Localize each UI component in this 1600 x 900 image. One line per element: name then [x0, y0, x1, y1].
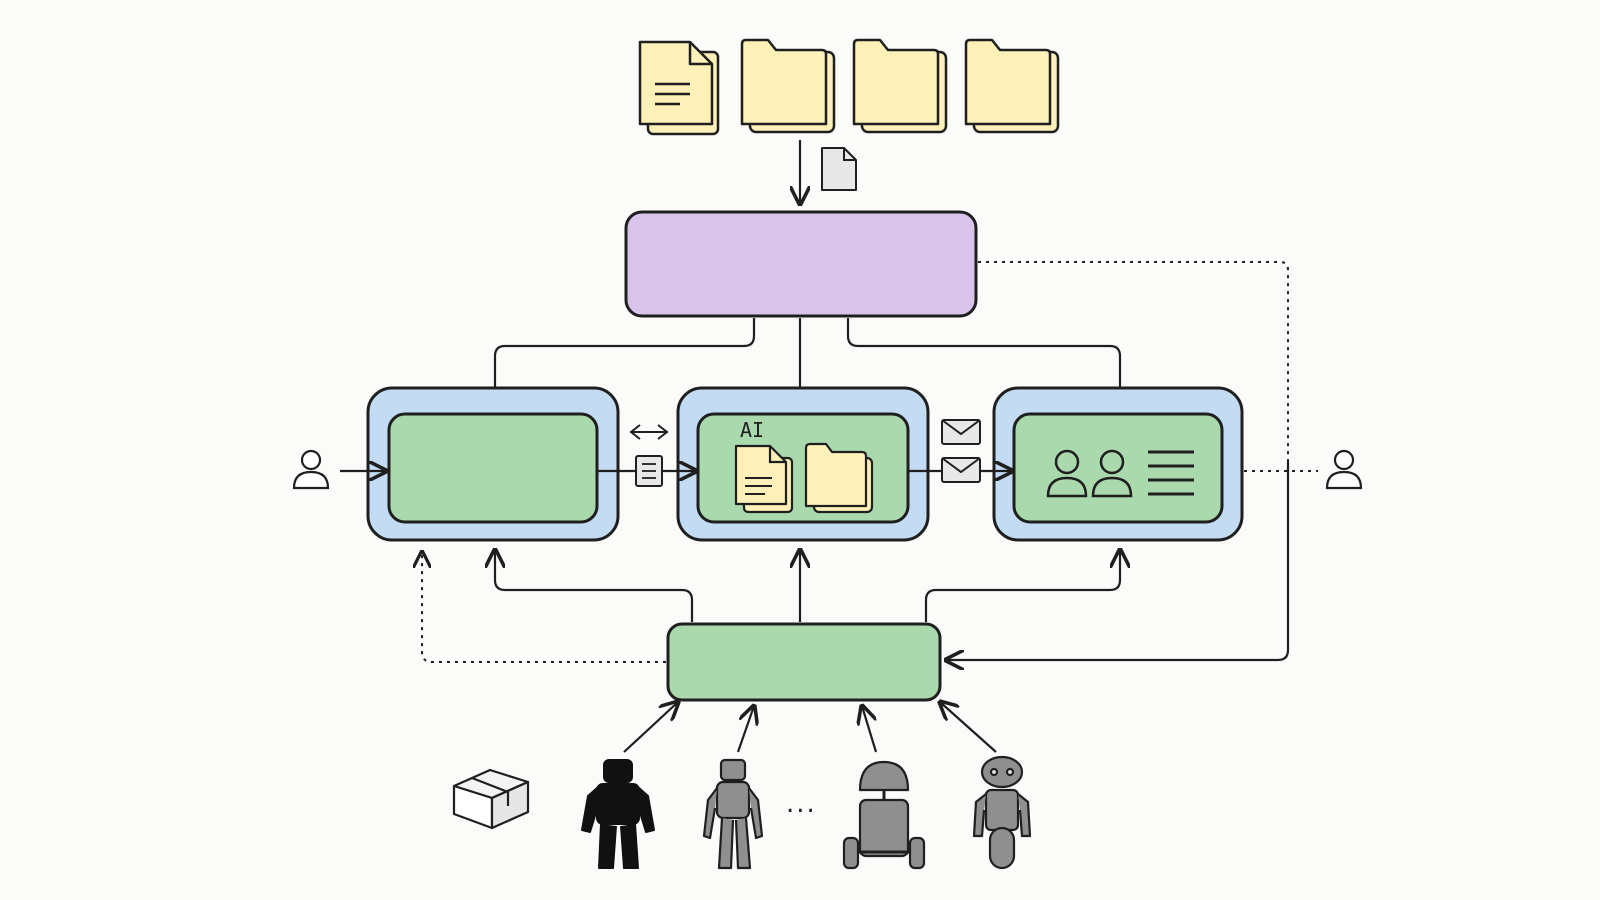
package-box-icon: [452, 768, 530, 830]
connector-robot-2: [736, 706, 754, 753]
users-icon: [1046, 449, 1133, 498]
connector-bottom-to-right-panel: [924, 550, 1120, 622]
connector-hub-to-right-panel: [846, 318, 1120, 408]
dotted-connector-bottom-to-left-panel: [422, 552, 666, 663]
connector-robot-1: [623, 702, 678, 753]
folder-stack-icon: [740, 38, 836, 134]
document-stack-icon: [734, 444, 794, 514]
bottom-green-block: [666, 622, 942, 702]
wheeled-robot-icon: [842, 760, 926, 870]
folder-stack-icon: [852, 38, 948, 134]
connector-robot-4: [940, 702, 997, 753]
user-icon: [292, 449, 330, 490]
wheeled-robot-icon: [972, 755, 1032, 870]
envelope-icon: [941, 419, 981, 445]
folder-stack-icon: [804, 442, 874, 514]
ai-label: AI: [740, 418, 764, 442]
list-document-icon: [635, 455, 663, 487]
list-lines-icon: [1148, 450, 1194, 496]
connector-hub-to-left-panel: [495, 318, 756, 408]
bidirectional-arrow-icon: [629, 424, 669, 440]
left-panel: [366, 386, 620, 542]
folder-stack-icon: [964, 38, 1060, 134]
connector-feedback-to-bottom-block: [946, 462, 1290, 660]
document-icon: [821, 147, 857, 191]
humanoid-robot-icon: [702, 758, 764, 870]
right-panel: [992, 386, 1244, 542]
humanoid-robot-icon: [581, 759, 655, 869]
purple-hub-block: [624, 210, 978, 318]
connector-robot-3: [862, 706, 878, 753]
document-stack-icon: [638, 40, 720, 136]
connector-bottom-to-left-panel: [495, 550, 694, 622]
user-icon: [1325, 449, 1363, 490]
middle-panel: [676, 386, 930, 542]
robots-ellipsis: ...: [786, 789, 817, 819]
dotted-feedback-line: [978, 261, 1289, 462]
envelope-icon: [941, 457, 981, 483]
